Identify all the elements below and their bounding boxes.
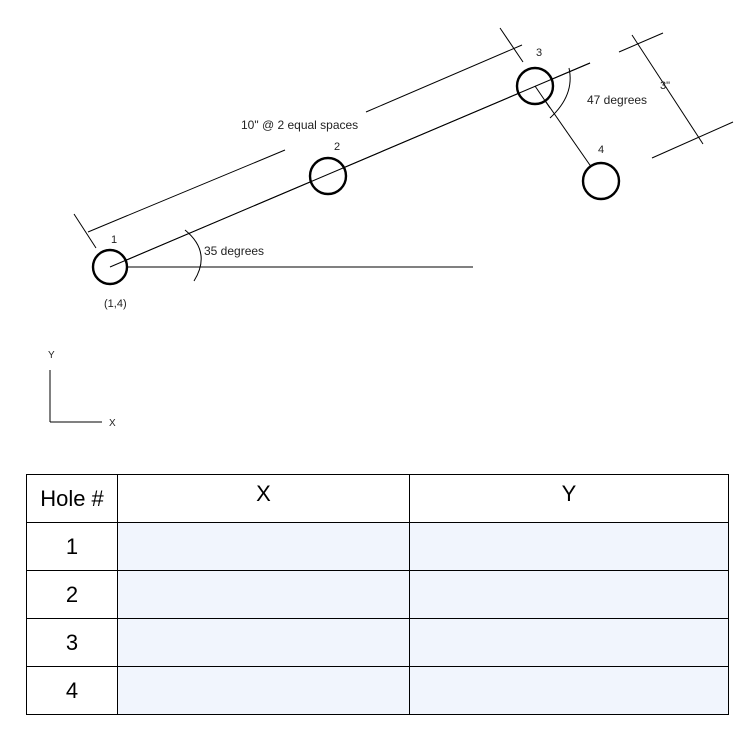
hole-label-1: 1	[111, 234, 117, 246]
y-value-input-cell[interactable]	[409, 666, 729, 715]
angle-35-label: 35 degrees	[204, 244, 264, 258]
leader-overlay	[534, 85, 551, 109]
offset-ext-bottom	[651, 121, 734, 159]
table-row: 1	[26, 522, 729, 571]
header-hole-number: Hole #	[26, 474, 118, 523]
centerline-overlay	[109, 62, 591, 268]
hole-2	[308, 156, 348, 196]
axis-x-label: X	[109, 418, 116, 429]
hole-coordinate-table: Hole # X Y 1 2 3 4	[26, 474, 729, 715]
header-y: Y	[409, 474, 729, 523]
table-header-row: Hole # X Y	[26, 474, 729, 523]
hole-number-cell: 1	[26, 522, 118, 571]
hole-label-3: 3	[536, 47, 542, 59]
axis-y-label: Y	[48, 350, 55, 361]
x-value-input-cell[interactable]	[117, 522, 410, 571]
dimension-tick-1	[73, 213, 97, 249]
y-value-input-cell[interactable]	[409, 618, 729, 667]
offset-dim-line	[631, 34, 704, 145]
y-value-input-cell[interactable]	[409, 522, 729, 571]
table-row: 4	[26, 666, 729, 715]
dimension-line-10	[87, 149, 286, 233]
header-x: X	[117, 474, 410, 523]
offset-ext-top	[618, 32, 664, 53]
hole-label-4: 4	[598, 144, 604, 156]
x-value-input-cell[interactable]	[117, 666, 410, 715]
angle-35-arc	[184, 229, 202, 282]
spacing-label: 10" @ 2 equal spaces	[241, 118, 358, 132]
hole-label-2: 2	[334, 141, 340, 153]
angle-47-arc	[549, 67, 571, 119]
hole-pattern-diagram: 1 2 3 4 (1,4) 3" Y X 35 degrees 47 degre…	[48, 27, 734, 429]
x-value-input-cell[interactable]	[117, 570, 410, 619]
table-row: 3	[26, 618, 729, 667]
angle-47-label: 47 degrees	[587, 93, 647, 107]
x-value-input-cell[interactable]	[117, 618, 410, 667]
table-row: 2	[26, 570, 729, 619]
origin-coordinate-label: (1,4)	[104, 298, 127, 310]
y-value-input-cell[interactable]	[409, 570, 729, 619]
hole-number-cell: 2	[26, 570, 118, 619]
hole-number-cell: 4	[26, 666, 118, 715]
hole-4	[581, 161, 621, 201]
offset-label: 3"	[660, 80, 670, 92]
dimension-line-10b	[365, 44, 523, 113]
hole-number-cell: 3	[26, 618, 118, 667]
dimension-tick-3	[499, 27, 524, 63]
